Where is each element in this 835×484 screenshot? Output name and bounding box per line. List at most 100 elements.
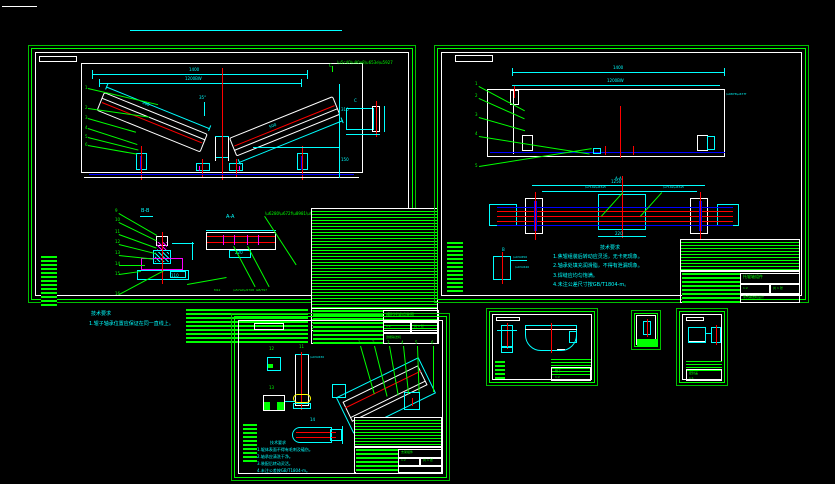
sa-roller-mount <box>557 349 565 350</box>
bill-of-materials-right[interactable] <box>680 239 800 271</box>
section-bb-centerline <box>162 232 163 284</box>
section-aa-hatch-1 <box>223 235 224 245</box>
balloon-5: 5 <box>85 134 88 139</box>
title-block-sc-drawing-title: 密封盖 <box>689 371 699 375</box>
plan-left-bracket-cl <box>514 86 515 98</box>
shaft-line-r3 <box>497 221 733 222</box>
base-rail-white <box>84 177 359 178</box>
bc-balloon-2: 2 <box>372 340 375 345</box>
title-block-left-drawing-title: 槽形托辊组装图 <box>386 312 414 317</box>
inclined-roller-cl-right <box>412 398 413 406</box>
detail-c-title: C <box>354 98 357 103</box>
sc-cover-front <box>688 327 706 343</box>
view-centerline-vertical <box>222 68 223 180</box>
sheet-right[interactable]: 1400 1200BW \u9876\u677f 1 2 3 4 5 A-A 1… <box>434 45 809 303</box>
plan-center-tick-2 <box>633 146 634 155</box>
bill-of-materials-sc[interactable] <box>686 361 722 371</box>
support-left-center <box>141 146 142 180</box>
sheet-sa-corner-strip <box>496 317 520 321</box>
section-aa-cl-1 <box>207 236 275 237</box>
notes-heading-left: 技术要求 <box>91 311 112 317</box>
section-aa-base-label: 220 <box>235 250 243 255</box>
section-bb-base <box>137 270 189 280</box>
plan-base-line <box>490 152 725 153</box>
section-aa-top-edge <box>206 230 276 231</box>
revision-table-left[interactable] <box>186 309 308 343</box>
balloon-2: 2 <box>85 105 88 110</box>
support-center-left-cl <box>202 159 203 177</box>
detail-b-dim <box>511 260 527 261</box>
title-block-bc-sheet-cell <box>420 458 442 466</box>
section-bb-dim-right <box>192 242 193 260</box>
detail-c-body <box>346 108 374 130</box>
bc-balloon-3: 3 <box>387 340 390 345</box>
bc-detail-14-cl2 <box>296 437 336 438</box>
bc-notes-line-2: 2.轴承应清洗干净。 <box>257 454 293 459</box>
title-block-right[interactable]: 托辊轴组件 1:2 共 1 张 带式输送机设计 <box>680 271 800 303</box>
sheet-sc-inner-border <box>679 311 725 383</box>
detail-b-centerline <box>502 252 503 284</box>
detail-b-dim-label2: \u03c640 <box>515 265 530 269</box>
vee-center-left-edge <box>215 137 216 161</box>
title-block-right-sheet-cell <box>770 284 800 294</box>
bill-of-materials-bottom-center[interactable] <box>354 417 442 447</box>
title-block-left-scale-cell <box>383 322 411 333</box>
bc-notes-line-3: 3.装配后转动灵活。 <box>257 461 293 466</box>
shaft-cl-left <box>535 192 536 240</box>
bc-detail-13-fill-r <box>277 402 284 410</box>
section-aa-cap-1: M12 <box>214 288 221 292</box>
sheet-small-b[interactable]: 轴套 <box>631 310 661 350</box>
balloon-13: 13 <box>115 250 121 255</box>
notes-line-4-right: 4.未注公差尺寸按GB/T1804-m。 <box>553 282 630 288</box>
balloon-16: 16 <box>115 291 121 296</box>
detail-b-title: B <box>502 247 505 252</box>
side-strip-right <box>447 242 463 292</box>
bc-detail-13-fill-l <box>264 402 270 410</box>
title-block-bc-drawing-title: 支架组件 <box>401 450 414 454</box>
title-block-bc-scale-cell <box>398 458 420 466</box>
title-block-right-sheet: 共 1 张 <box>773 286 783 290</box>
sheet-small-c[interactable]: 密封盖 1:1 <box>676 308 728 386</box>
title-block-bottom-center[interactable]: 支架组件 1:2 共 1 张 <box>354 447 442 473</box>
sheet-right-inner-border <box>437 48 806 300</box>
dim-belt-width-tick-l <box>99 79 100 87</box>
bc-detail-13-body <box>263 395 285 411</box>
plan-right-foot-detail <box>707 136 715 150</box>
sheet-bc-inner-border <box>234 316 447 478</box>
sc-cover-arc <box>689 341 705 342</box>
bom-bc-outline <box>354 417 442 447</box>
plan-dim-outer-tick-r <box>724 68 725 76</box>
bc-shaft-detail-highlight <box>293 394 311 403</box>
title-block-sa[interactable]: 辊子 1:2 <box>551 367 591 381</box>
sheet-bc-corner-strip <box>254 323 284 330</box>
side-strip-bottom-center <box>243 424 257 464</box>
dim-belt-width-label: 1200BW <box>185 76 202 81</box>
title-block-sc[interactable]: 密封盖 1:1 <box>686 369 722 381</box>
angle-leader <box>204 102 205 116</box>
title-block-left[interactable]: 槽形托辊组装图 1:2 共 1 张 激振输送机 <box>311 308 439 344</box>
sheet-bottom-center[interactable]: 1 2 3 4 5 6 11 \u03c630 12 13 14 <box>231 313 450 481</box>
title-block-right-title-cell <box>740 273 800 284</box>
plan-right-note: \u9876\u677f <box>726 92 747 96</box>
title-block-right-drawing-title: 托辊轴组件 <box>743 274 763 279</box>
sheet-left[interactable]: 1400 1200BW 500 500 <box>28 45 439 344</box>
bc-detail-12-body <box>267 357 281 371</box>
section-bb-underline <box>140 216 153 217</box>
sc-cover-tick <box>705 333 712 334</box>
detail-b-dim-label: \u03c650 <box>513 255 528 259</box>
side-strip-sa <box>495 361 505 379</box>
sheet-sc-corner-strip <box>686 317 704 321</box>
base-rail <box>89 174 354 175</box>
dim-overall-width-tick-r <box>307 70 308 79</box>
shaft-cl-right <box>700 192 701 240</box>
section-aa-hatch-4 <box>258 235 259 245</box>
bc-balloon-4: 4 <box>401 340 404 345</box>
plan-dim-outer-label: 1400 <box>613 65 624 70</box>
balloon-10: 10 <box>115 217 121 222</box>
right-balloon-1: 1 <box>475 81 478 86</box>
sheet-small-a[interactable]: 辊子 1:2 <box>486 308 598 386</box>
title-block-right-scale-cell <box>740 284 770 294</box>
plan-center-detail <box>593 148 601 154</box>
sheet-left-inner-border <box>31 48 413 300</box>
